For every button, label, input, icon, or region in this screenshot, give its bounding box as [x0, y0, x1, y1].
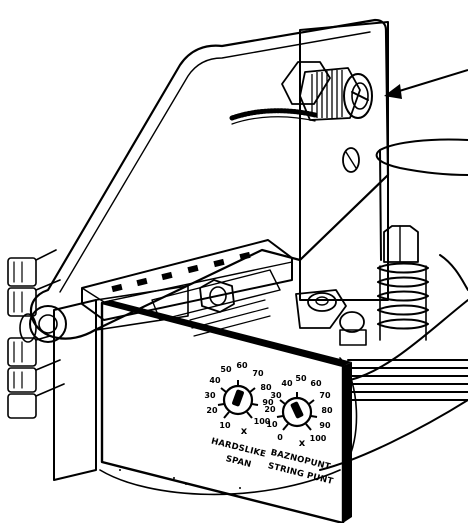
- setpoint-dial: 0 10 20 30 40 50 60 70 80 90 100 x BAZNO…: [264, 374, 334, 487]
- setpoint-dial-number: 20: [264, 405, 276, 414]
- setpoint-dial-number: 70: [319, 391, 331, 400]
- span-dial-number: 20: [206, 406, 218, 415]
- span-dial-number: 100: [254, 417, 271, 426]
- span-dial-number: 60: [236, 361, 248, 370]
- setpoint-multiplier: x: [299, 438, 306, 449]
- span-dial-number: 80: [260, 383, 272, 392]
- setpoint-dial-number: 0: [277, 433, 283, 442]
- setpoint-dial-number: 90: [319, 421, 331, 430]
- span-multiplier: x: [241, 426, 248, 437]
- terminal-strip: [81, 239, 293, 321]
- toothed-sector: [229, 108, 318, 125]
- span-dial: 10 20 30 40 50 60 70 80 90 100 x HARDSLI…: [204, 361, 274, 470]
- span-dial-number: 40: [209, 376, 221, 385]
- spring-assembly: [377, 225, 429, 341]
- span-dial-number: 30: [204, 391, 216, 400]
- setpoint-dial-number: 10: [266, 420, 278, 429]
- inner-hardware: [151, 269, 367, 346]
- span-dial-number: 70: [252, 369, 264, 378]
- control-panel: [100, 300, 352, 523]
- span-dial-number: 10: [219, 421, 231, 430]
- span-caption-line2: SPAN: [225, 454, 253, 470]
- setpoint-dial-number: 80: [321, 406, 333, 415]
- terminal-block-stack: [7, 249, 65, 419]
- setpoint-dial-number: 40: [281, 379, 293, 388]
- setpoint-dial-number: 100: [310, 434, 327, 443]
- support-bar: [299, 21, 389, 301]
- span-dial-number: 90: [262, 398, 274, 407]
- bracket-plate: [19, 18, 390, 343]
- setpoint-dial-number: 30: [270, 391, 282, 400]
- callout-arrow: [384, 69, 468, 99]
- span-dial-number: 50: [220, 365, 232, 374]
- setpoint-dial-number: 60: [310, 379, 322, 388]
- knurled-adjustment-knob: [281, 61, 373, 121]
- setpoint-dial-number: 50: [295, 374, 307, 383]
